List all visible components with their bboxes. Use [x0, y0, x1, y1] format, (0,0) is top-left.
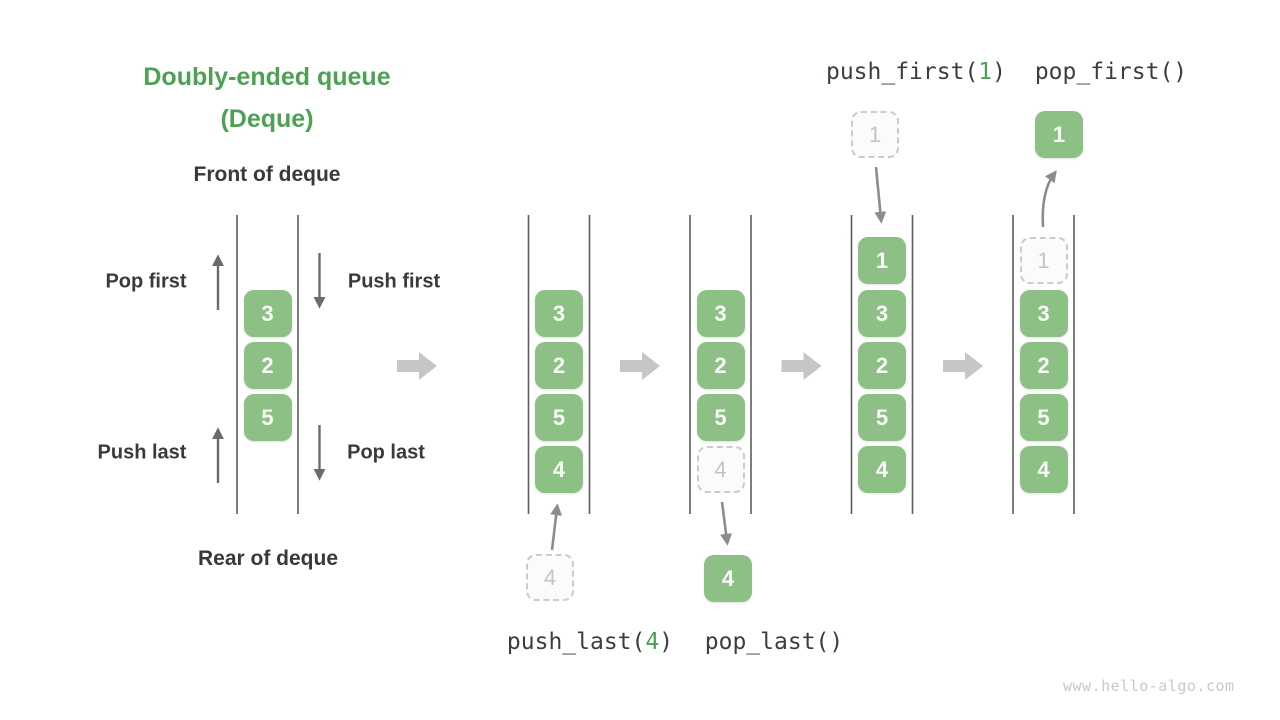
watermark: www.hello-algo.com [1063, 677, 1235, 695]
pop-first-code-label: pop_first() [1035, 59, 1187, 85]
queue-cell: 2 [243, 342, 292, 389]
push-first-code-label: push_first(1) [826, 59, 1006, 85]
queue-cell: 5 [535, 394, 583, 441]
pop-first-move-arrow [1041, 170, 1057, 228]
queue-cell: 3 [535, 290, 583, 337]
queue-rails-initial [236, 215, 299, 514]
queue-cell: 3 [696, 290, 745, 337]
queue-cell: 5 [858, 394, 906, 441]
queue-cell: 5 [243, 394, 292, 441]
rear-of-deque-label: Rear of deque [197, 547, 339, 570]
title-line-1: Doubly-ended queue [143, 63, 391, 91]
queue-cell: 2 [858, 342, 906, 389]
queue-cell: 2 [696, 342, 745, 389]
code-text: push_first( [825, 59, 979, 85]
flow-arrow-4 [943, 352, 983, 380]
code-text: pop_last() [704, 629, 844, 655]
flow-arrow-1 [397, 352, 437, 380]
pop-last-label: Pop last [347, 441, 425, 464]
flow-arrow-2 [620, 352, 660, 380]
queue-rails-after-push-first [850, 215, 914, 514]
removed-item-ghost: 4 [696, 446, 745, 493]
title-line-2: (Deque) [220, 105, 314, 133]
code-arg: 1 [978, 59, 993, 85]
code-arg: 4 [645, 629, 660, 655]
queue-cell: 3 [243, 290, 292, 337]
removed-item-ghost: 1 [1019, 237, 1068, 284]
queue-cell: 4 [1019, 446, 1068, 493]
popped-item: 4 [704, 555, 752, 602]
diagram-title: Doubly-ended queue (Deque) [143, 56, 390, 140]
queue-rails-after-push-last [527, 215, 591, 514]
front-of-deque-label: Front of deque [193, 163, 341, 186]
push-last-label: Push last [97, 441, 187, 464]
push-first-move-arrow [874, 166, 887, 224]
queue-cell: 3 [1019, 290, 1068, 337]
queue-rails-after-pop-first [1012, 215, 1075, 514]
push-last-code-label: push_last(4) [507, 629, 673, 655]
incoming-item-ghost: 4 [526, 554, 574, 601]
pop-first-label: Pop first [105, 270, 187, 293]
code-text: pop_first() [1034, 59, 1188, 85]
flow-arrows [397, 352, 983, 380]
queue-cell: 2 [535, 342, 583, 389]
queue-rails-after-pop-last [689, 215, 752, 514]
queue-cell: 1 [858, 237, 906, 284]
incoming-item-ghost: 1 [851, 111, 899, 158]
queue-cell: 4 [535, 446, 583, 493]
queue-cell: 5 [1019, 394, 1068, 441]
op-arrows [212, 253, 326, 483]
queue-cell: 5 [696, 394, 745, 441]
code-text: ) [992, 59, 1007, 85]
move-arrows [550, 166, 1057, 551]
queue-cell: 2 [1019, 342, 1068, 389]
popped-item: 1 [1035, 111, 1083, 158]
push-last-move-arrow [550, 503, 563, 551]
queue-cell: 4 [858, 446, 906, 493]
code-text: ) [659, 629, 674, 655]
push-first-label: Push first [347, 270, 441, 293]
flow-arrow-3 [781, 352, 822, 380]
pop-last-code-label: pop_last() [705, 629, 843, 655]
code-text: push_last( [506, 629, 646, 655]
pop-last-move-arrow [720, 501, 733, 546]
queue-cell: 3 [858, 290, 906, 337]
